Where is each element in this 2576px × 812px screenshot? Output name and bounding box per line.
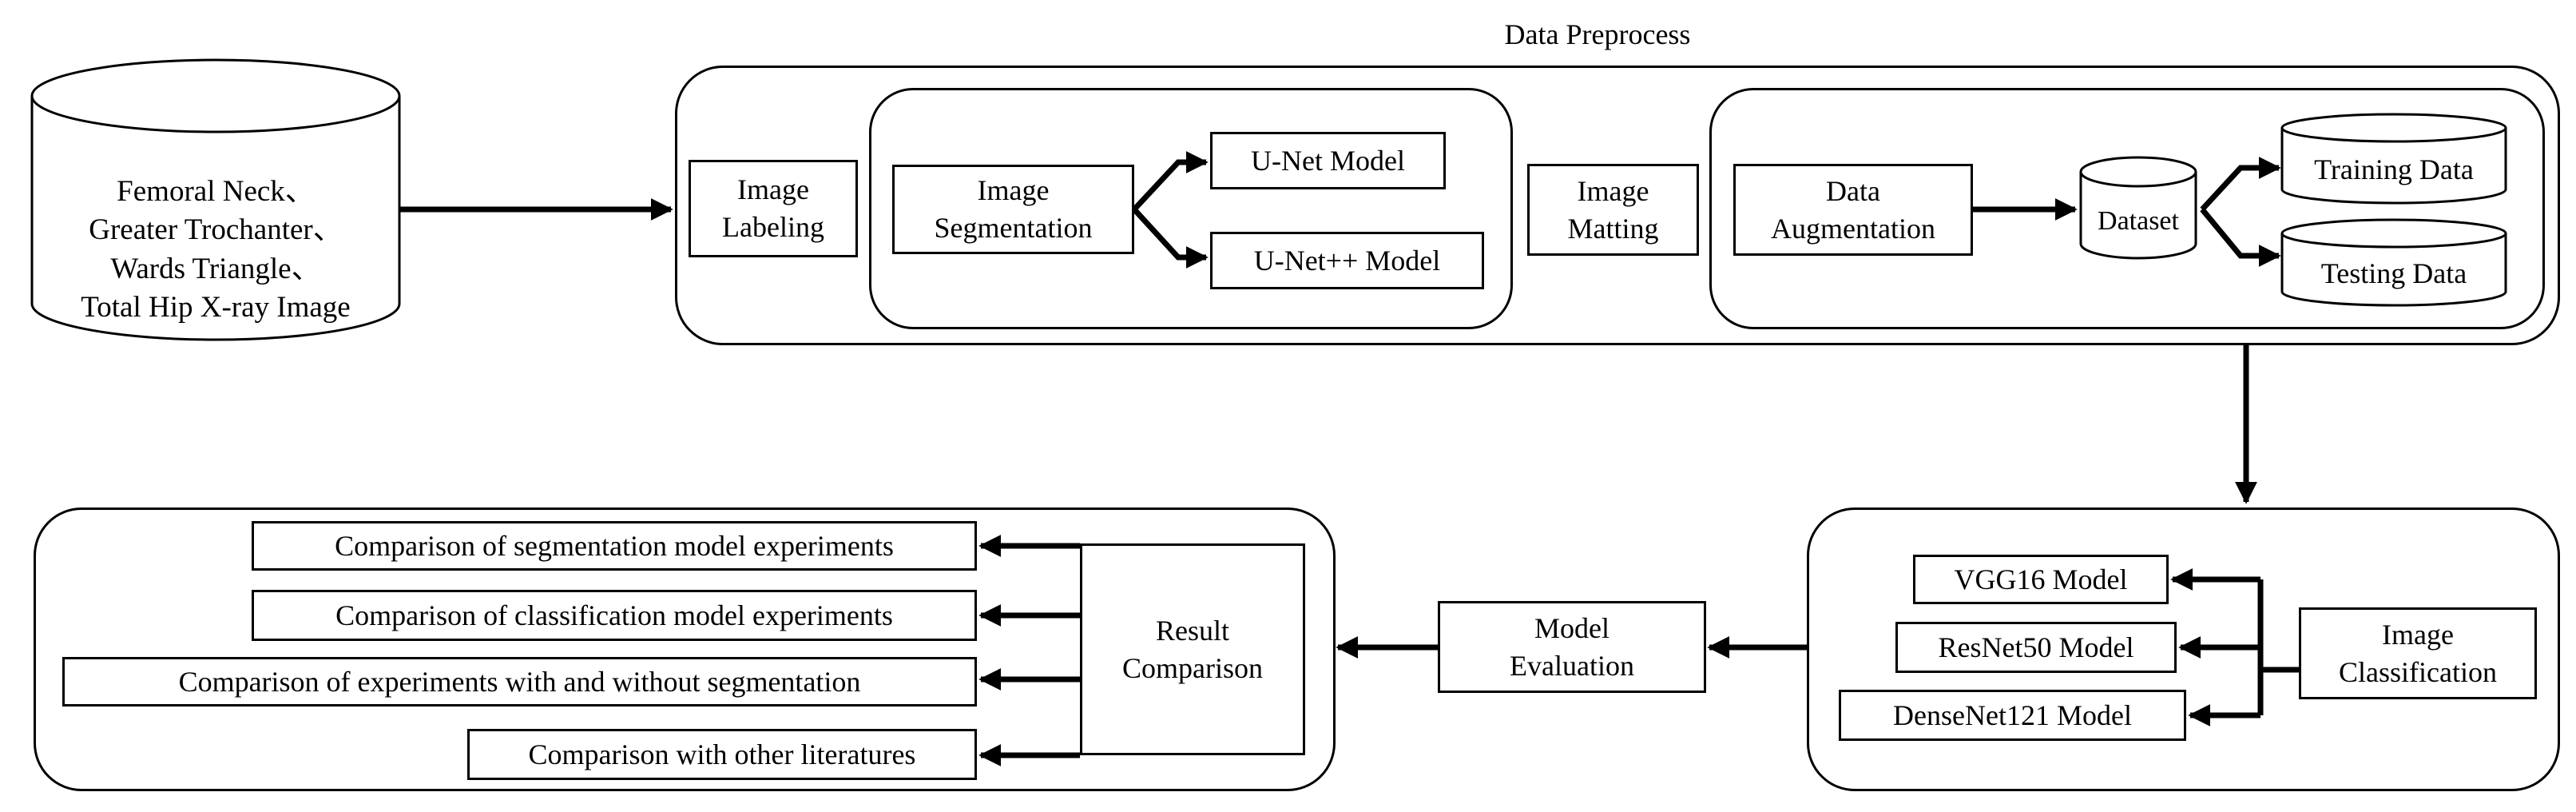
image-classification-box: Image Classification [2299,607,2537,699]
classification-container [1807,508,2560,791]
segmentation-group [869,88,1513,329]
arrow-seg-to-unetpp [1132,207,1209,269]
augmentation-group [1709,88,2545,329]
comparison-literatures-box: Comparison with other literatures [467,729,977,780]
result-comparison-box: Result Comparison [1080,543,1305,755]
comparison-classification-box: Comparison of classification model exper… [252,590,977,641]
unet-model-box: U-Net Model [1210,132,1446,189]
testing-data-label: Testing Data [2320,257,2467,290]
data-preprocess-container [675,66,2560,345]
image-segmentation-box: Image Segmentation [892,165,1134,254]
unetpp-model-box: U-Net++ Model [1210,232,1484,289]
training-data-cylinder [2280,113,2507,205]
resnet50-model-box: ResNet50 Model [1895,622,2177,673]
training-data-label: Training Data [2314,153,2474,186]
comparison-segmentation-box: Comparison of segmentation model experim… [252,521,977,571]
data-preprocess-title: Data Preprocess [1504,18,1691,50]
image-labeling-box: Image Labeling [689,160,858,257]
testing-data-cylinder [2280,218,2507,307]
arrow-seg-to-unet [1132,151,1209,212]
densenet121-model-box: DenseNet121 Model [1839,690,2186,741]
data-augmentation-box: Data Augmentation [1733,164,1973,256]
arrow-dataset-to-testing [2200,207,2281,267]
model-evaluation-box: Model Evaluation [1438,601,1706,693]
image-matting-box: Image Matting [1527,164,1699,256]
arrow-dataset-to-training [2200,157,2281,212]
dataset-cylinder [2079,156,2197,260]
dataset-label: Dataset [2098,206,2179,237]
result-comparison-container [34,508,1336,791]
vgg16-model-box: VGG16 Model [1913,555,2169,604]
comparison-with-without-segmentation-box: Comparison of experiments with and witho… [62,657,977,707]
xray-database-cylinder [30,58,401,341]
xray-source-label: Femoral Neck、 Greater Trochanter、 Wards … [81,175,351,324]
